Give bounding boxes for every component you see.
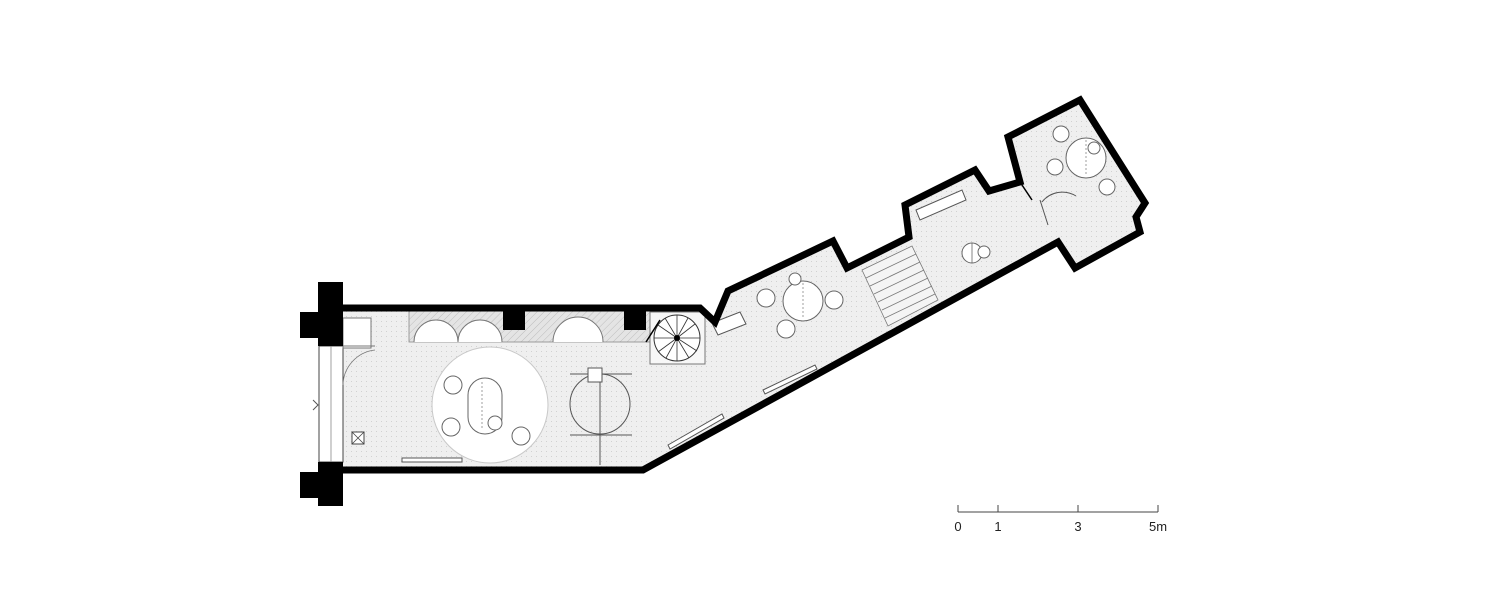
scale-tick-label: 3 (1074, 519, 1081, 534)
round-table-middle (756, 272, 844, 339)
bench-angled-lower (667, 413, 725, 450)
round-table-main (431, 346, 549, 464)
small-table-upper (961, 242, 991, 264)
scale-bar: 0 1 3 5m (954, 505, 1167, 534)
door-far (1039, 191, 1077, 226)
doors-middle (569, 367, 632, 465)
recess-box (915, 189, 967, 221)
bench-main (401, 457, 463, 463)
partition-walls (645, 181, 1033, 343)
bench-angled-middle (762, 364, 818, 395)
scale-tick-label: 5m (1149, 519, 1167, 534)
wall-pillars (503, 308, 646, 330)
scale-tick-label: 1 (994, 519, 1001, 534)
scale-tick-label: 0 (954, 519, 961, 534)
counter-hatch (408, 307, 651, 343)
round-table-far (1046, 125, 1116, 196)
outer-walls (343, 95, 1150, 474)
small-niche (711, 311, 747, 336)
spiral-stair (649, 311, 706, 365)
entrance-wall-blocks (300, 282, 343, 506)
straight-stair (861, 245, 939, 327)
